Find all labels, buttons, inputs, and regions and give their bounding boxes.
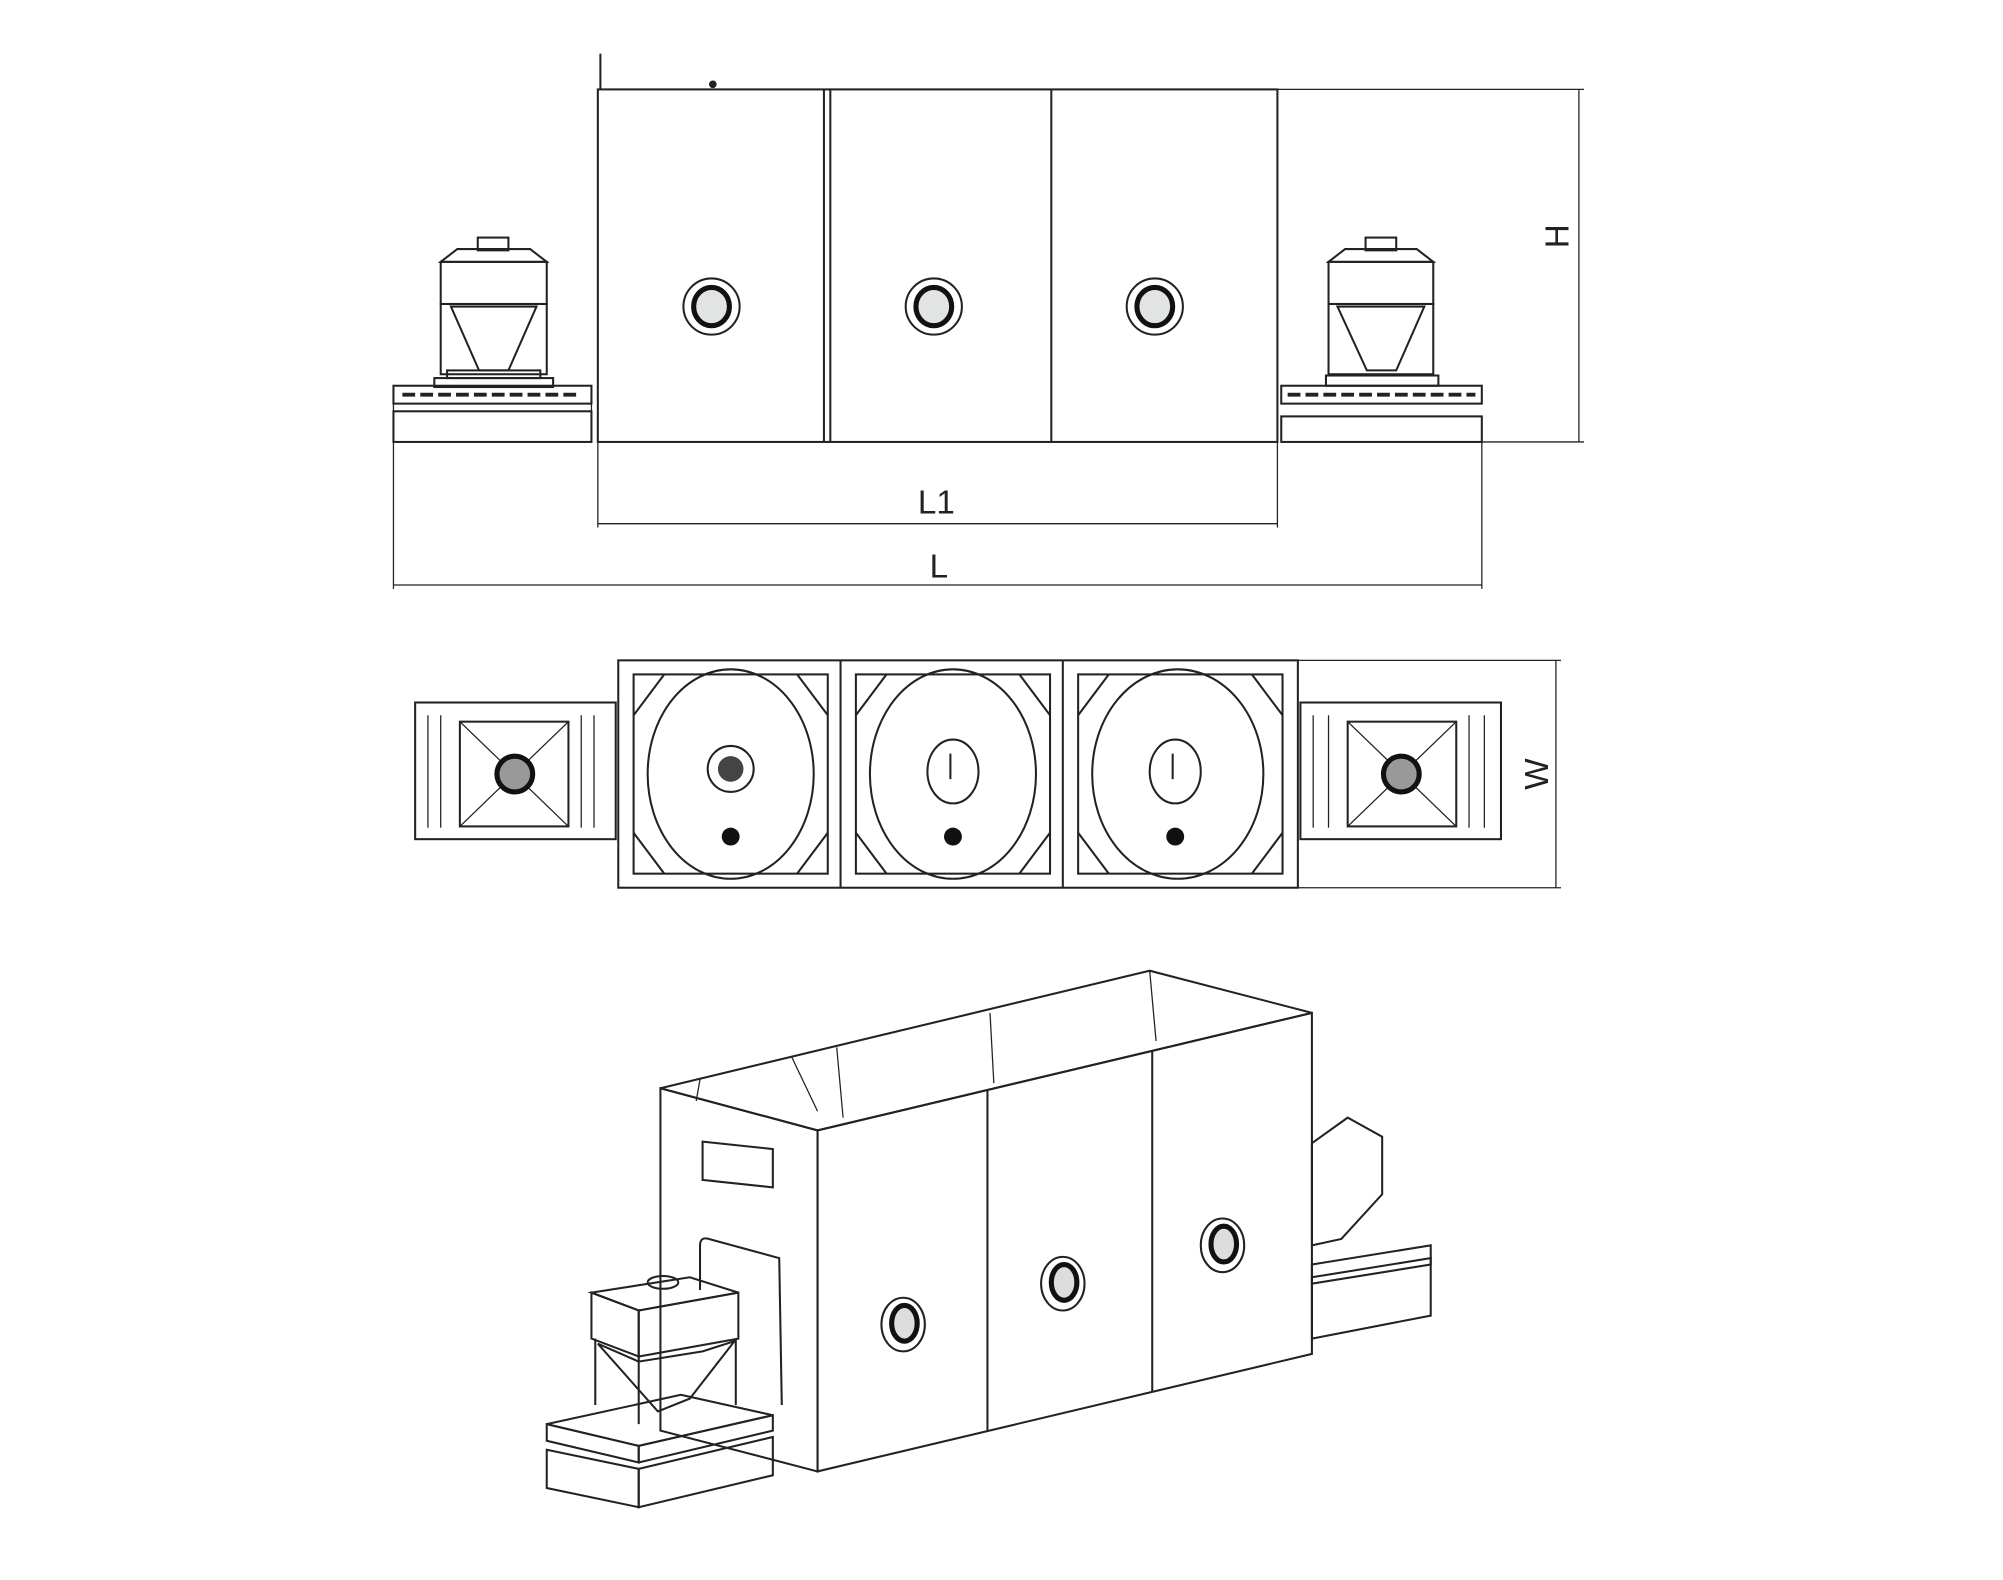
front-view: H L1 L	[392, 53, 1585, 589]
dimension-l1: L1	[597, 441, 1279, 528]
dimension-h-label: H	[1540, 224, 1577, 248]
right-ibc-container	[1324, 236, 1440, 387]
left-conveyor	[392, 384, 593, 443]
dimension-l: L	[392, 441, 1483, 589]
dimension-l-label: L	[930, 548, 948, 585]
isometric-view	[545, 969, 1432, 1509]
iso-front-face	[816, 1011, 1313, 1473]
chamber-top-outline	[617, 659, 1299, 889]
dimension-w: W	[1297, 659, 1562, 889]
dimension-h: H	[1277, 88, 1585, 443]
porthole-2	[904, 277, 963, 336]
left-conveyor-top	[414, 701, 617, 841]
iso-left-ibc-container	[587, 1274, 740, 1425]
right-conveyor	[1280, 384, 1483, 443]
iso-porthole-3	[1199, 1217, 1246, 1274]
iso-open-top	[660, 969, 1313, 1132]
right-conveyor-top	[1299, 701, 1502, 841]
chamber-cell-1	[632, 668, 829, 880]
porthole-3	[1125, 277, 1184, 336]
chamber-cell-2	[854, 668, 1052, 880]
iso-door-opening	[699, 1237, 783, 1406]
iso-porthole-2	[1040, 1255, 1086, 1312]
iso-left-conveyor	[545, 1393, 774, 1509]
dimension-w-label: W	[1519, 758, 1556, 790]
iso-porthole-1	[880, 1296, 926, 1353]
top-view: W	[414, 659, 1562, 889]
top-fitting	[708, 80, 717, 89]
left-ibc-container	[433, 236, 555, 389]
chamber-body	[596, 88, 1279, 443]
porthole-1	[682, 277, 741, 336]
iso-right-conveyor	[1310, 1116, 1432, 1340]
chamber-cell-3	[1077, 668, 1284, 880]
dimension-l1-label: L1	[918, 484, 955, 521]
iso-control-panel	[701, 1140, 774, 1189]
